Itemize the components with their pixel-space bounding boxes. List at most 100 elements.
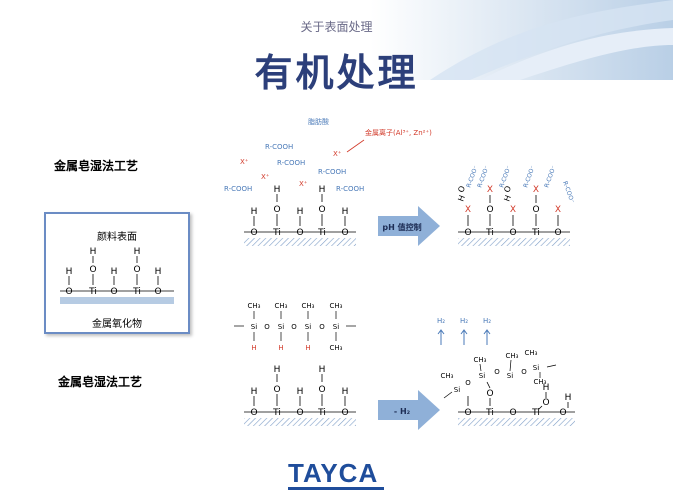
h2-label: H₂ — [483, 317, 491, 325]
box-top-label: 颜料表面 — [97, 232, 137, 243]
atom-h: H — [543, 383, 550, 393]
rcooh-label: R-COOH — [224, 185, 252, 193]
atom-h: H — [274, 185, 281, 195]
box-atom-ti: Ti — [88, 287, 97, 297]
atom-si: Si — [251, 323, 257, 331]
x-plus-label: X⁺ — [333, 150, 342, 158]
dehydrogenation-arrow — [378, 390, 440, 430]
atom-si: Si — [305, 323, 311, 331]
box-atom-o: O — [154, 287, 161, 297]
ph-control-arrow — [378, 206, 440, 246]
atom-o: O — [486, 205, 493, 215]
atom-si: Si — [454, 386, 460, 394]
x-label: X — [487, 185, 493, 195]
atom-o: O — [250, 408, 257, 418]
box-atom-h: H — [90, 247, 97, 257]
atom-o: O — [318, 385, 325, 395]
atom-o: O — [264, 323, 270, 331]
atom-h: H — [319, 365, 326, 375]
tayca-logo: TAYCA — [288, 458, 379, 488]
x-label: X — [555, 205, 561, 215]
surface-hatch — [244, 238, 356, 246]
atom-si: Si — [533, 364, 539, 372]
atom-o: O — [273, 205, 280, 215]
atom-ti: Ti — [317, 228, 326, 238]
ch3-label: CH₃ — [275, 302, 288, 310]
atom-o: O — [341, 228, 348, 238]
metal-ion-label: 金属离子(Al³⁺, Zn²⁺) — [365, 128, 432, 137]
ch3-label: CH₃ — [330, 344, 343, 352]
box-structure: H H H O H O H O Ti O Ti O — [60, 247, 174, 304]
atom-o: O — [509, 228, 516, 238]
x-plus-label: X⁺ — [240, 158, 249, 166]
atom-o: O — [291, 323, 297, 331]
atom-h: H — [297, 207, 304, 217]
box-atom-o: O — [133, 265, 140, 275]
box-atom-ti: Ti — [132, 287, 141, 297]
ch3-label: CH₃ — [506, 352, 519, 360]
atom-si: Si — [278, 323, 284, 331]
atom-o: O — [502, 185, 513, 194]
dehydrogenation-label: - H₂ — [394, 407, 411, 416]
atom-h: H — [342, 207, 349, 217]
h-label: H — [278, 344, 283, 352]
atom-h: H — [297, 387, 304, 397]
surface-hatch — [244, 418, 356, 426]
atom-h: H — [319, 185, 326, 195]
ch3-label: CH₃ — [248, 302, 261, 310]
process-label-2: 金属皂湿法工艺 — [58, 375, 143, 389]
atom-si: Si — [333, 323, 339, 331]
ch3-label: CH₃ — [441, 372, 454, 380]
h2-label: H₂ — [460, 317, 468, 325]
atom-o: O — [532, 205, 539, 215]
surface-hatch — [458, 418, 575, 426]
rcoo-label: R-COO⁻ — [561, 180, 575, 204]
atom-o: O — [318, 205, 325, 215]
ch3-label: CH₃ — [474, 356, 487, 364]
x-label: X — [510, 205, 516, 215]
rcoo-label: R-COO⁻ — [543, 165, 557, 189]
atom-o: O — [464, 228, 471, 238]
atom-ti: Ti — [485, 408, 494, 418]
box-atom-o: O — [89, 265, 96, 275]
atom-ti: Ti — [272, 228, 281, 238]
atom-h: H — [342, 387, 349, 397]
atom-o: O — [542, 398, 549, 408]
x-label: X — [533, 185, 539, 195]
box-atom-h: H — [134, 247, 141, 257]
ch3-label: CH₃ — [302, 302, 315, 310]
atom-o: O — [341, 408, 348, 418]
atom-o: O — [319, 323, 325, 331]
atom-o: O — [296, 228, 303, 238]
atom-ti: Ti — [485, 228, 494, 238]
atom-o: O — [456, 185, 467, 194]
atom-ti: Ti — [272, 408, 281, 418]
atom-h: H — [274, 365, 281, 375]
box-atom-o: O — [110, 287, 117, 297]
h-label: H — [305, 344, 310, 352]
ch3-label: CH₃ — [330, 302, 343, 310]
header-decoration — [0, 0, 673, 80]
x-plus-label: X⁺ — [261, 173, 270, 181]
rcooh-label: R-COOH — [277, 159, 305, 167]
box-atom-h: H — [155, 267, 162, 277]
atom-o: O — [486, 389, 493, 399]
box-atom-o: O — [65, 287, 72, 297]
atom-o: O — [494, 368, 500, 376]
atom-o: O — [554, 228, 561, 238]
rcooh-label: R-COOH — [318, 168, 346, 176]
h-label: H — [251, 344, 256, 352]
x-plus-label: X⁺ — [299, 180, 308, 188]
ch3-label: CH₃ — [534, 378, 547, 386]
atom-o: O — [296, 408, 303, 418]
atom-si: Si — [507, 372, 513, 380]
atom-h: H — [251, 387, 258, 397]
atom-h: H — [565, 393, 572, 403]
atom-h: H — [456, 194, 467, 203]
surface-hatch — [60, 297, 174, 304]
x-label: X — [465, 205, 471, 215]
box-atom-h: H — [111, 267, 118, 277]
atom-si: Si — [479, 372, 485, 380]
box-bottom-label: 金属氧化物 — [92, 319, 142, 330]
